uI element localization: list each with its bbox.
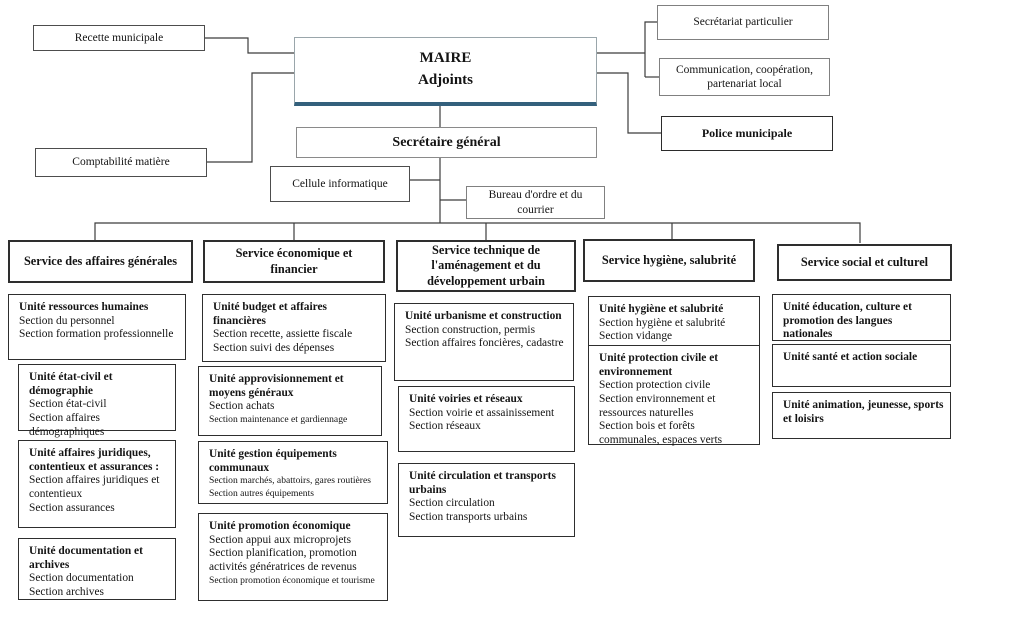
section-line: Section documentation	[29, 572, 134, 585]
section-line: Section protection civile	[599, 379, 711, 392]
section-line: Section assurances	[29, 501, 115, 514]
section-line: Section transports urbains	[409, 511, 528, 524]
section-line: Section affaires juridiques et contentie…	[29, 474, 160, 501]
section-line: Section du personnel	[19, 314, 115, 327]
unit-title: Unité gestion équipements communaux	[209, 448, 337, 474]
section-line: Section construction, permis	[405, 323, 536, 336]
unit-title: Unité animation, jeunesse, sports et loi…	[783, 399, 944, 425]
police-municipale-box: Police municipale	[661, 116, 833, 151]
unit-title: Unité voiries et réseaux	[409, 393, 523, 405]
unit-title: Unité hygiène et salubrité	[599, 303, 724, 315]
connector-recette	[205, 37, 294, 54]
unit-title: Unité approvisionnement et moyens généra…	[209, 373, 344, 399]
unit-title: Unité circulation et transports urbains	[409, 470, 556, 496]
adjoints-subtitle: Adjoints	[417, 72, 473, 88]
bureau-ordre-courrier-box: Bureau d'ordre et du courrier	[466, 186, 605, 219]
section-line: Section promotion économique et tourisme	[209, 574, 375, 586]
service-header-5: Service social et culturel	[777, 244, 952, 281]
comptabilite-matiere-box: Comptabilité matière	[35, 148, 207, 177]
section-line: Section formation professionnelle	[19, 328, 174, 341]
unit-title: Unité documentation et archives	[29, 545, 143, 571]
section-line: Section affaires foncières, cadastre	[405, 337, 564, 350]
secretaire-general-box: Secrétaire général	[296, 127, 597, 158]
unit-title: Unité ressources humaines	[19, 301, 149, 313]
unit-title: Unité état-civil et démographie	[29, 371, 113, 397]
section-line: Section archives	[29, 586, 104, 599]
maire-adjoints-box: MAIRE Adjoints	[294, 37, 597, 106]
section-line: Section vidange	[599, 330, 673, 343]
section-line: Section affaires démographiques	[29, 412, 105, 438]
section-line: Section suivi des dépenses	[213, 342, 335, 355]
section-line: Section voirie et assainissement	[409, 406, 555, 419]
unit-title: Unité éducation, culture et promotion de…	[783, 301, 912, 341]
section-line: Section hygiène et salubrité	[599, 316, 726, 329]
section-line: Section état-civil	[29, 398, 107, 411]
unit-box: Unité animation, jeunesse, sports et loi…	[772, 392, 951, 439]
service-header-2: Service économique et financier	[203, 240, 385, 283]
unit-box: Unité protection civile et environnement…	[588, 345, 760, 447]
section-line: Section appui aux microprojets	[209, 533, 352, 546]
section-line: Section maintenance et gardiennage	[209, 414, 348, 426]
connector-comptabilite	[207, 72, 294, 163]
section-line: Section environnement et ressources natu…	[599, 393, 716, 419]
unit-box: Unité approvisionnement et moyens généra…	[198, 366, 382, 436]
unit-title: Unité santé et action sociale	[783, 351, 918, 363]
unit-title: Unité promotion économique	[209, 520, 351, 532]
service-header-4: Service hygiène, salubrité	[583, 239, 755, 282]
unit-title: Unité affaires juridiques, contentieux e…	[29, 447, 160, 473]
cellule-informatique-box: Cellule informatique	[270, 166, 410, 202]
section-line: Section bois et forêts communales, espac…	[599, 420, 723, 447]
connector-secretariat	[644, 21, 657, 77]
unit-title: Unité budget et affaires financières	[213, 301, 327, 327]
service-header-3: Service technique de l'aménagement et du…	[396, 240, 576, 292]
section-line: Section recette, assiette fiscale	[213, 328, 353, 341]
section-line: Section réseaux	[409, 420, 481, 433]
unit-box: Unité santé et action sociale	[772, 344, 951, 387]
section-line: Section autres équipements	[209, 487, 314, 499]
unit-box: Unité éducation, culture et promotion de…	[772, 294, 951, 341]
secretariat-particulier-box: Secrétariat particulier	[657, 5, 829, 40]
section-line: Section marchés, abattoirs, gares routiè…	[209, 475, 371, 487]
recette-municipale-box: Recette municipale	[33, 25, 205, 51]
communication-cooperation-box: Communication, coopération, partenariat …	[659, 58, 830, 96]
unit-title: Unité protection civile et environnement	[599, 352, 719, 378]
section-line: Section achats	[209, 400, 275, 413]
connector-police	[597, 72, 661, 134]
section-line: Section planification, promotion activit…	[209, 547, 357, 574]
maire-title: MAIRE	[419, 50, 472, 67]
unit-box: Unité affaires juridiques, contentieux e…	[18, 440, 176, 528]
service-header-1: Service des affaires générales	[8, 240, 193, 283]
unit-title: Unité urbanisme et construction	[405, 310, 562, 322]
section-line: Section circulation	[409, 497, 495, 510]
